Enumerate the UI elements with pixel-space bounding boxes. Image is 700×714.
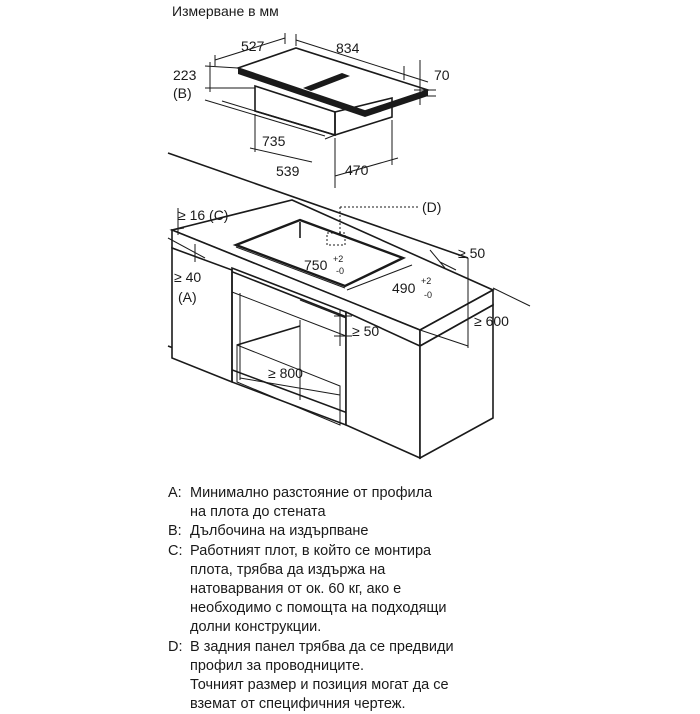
dim-40: ≥ 40 — [174, 269, 201, 285]
dim-470-line — [334, 157, 399, 177]
legend-key: B — [168, 522, 190, 541]
dim-735: 735 — [262, 133, 286, 149]
diagram-title: Измерване в мм — [172, 3, 279, 19]
conduit-marker — [326, 232, 346, 246]
legend-line: Работният плот, в който се монтира — [190, 542, 432, 559]
dim-470: 470 — [345, 162, 369, 178]
legend-text: В задния панел трябва да се предвиди проф… — [190, 638, 688, 714]
dim-800-line — [239, 377, 341, 396]
legend-line: профил за проводниците. — [190, 657, 365, 674]
dim-834-line — [295, 39, 429, 83]
dim-539: 539 — [276, 163, 300, 179]
dim-750-line — [235, 246, 346, 289]
hob-front-edge — [238, 68, 365, 117]
legend-text: Минимално разстояние от профила на плота … — [190, 484, 688, 522]
legend-line: натоварвания от ок. 60 кг, ако е — [190, 581, 402, 598]
legend-text: Дълбочина на издърпване — [190, 522, 688, 541]
installation-diagram: Измерване в мм 527 834 70 223 (B) 735 53… — [167, 3, 531, 460]
hob-drawing: Измерване в мм 527 834 70 223 (B) 735 53… — [172, 3, 450, 188]
legend-key: A — [168, 484, 190, 522]
dim-539-line — [249, 147, 313, 163]
hob-side-edge — [365, 90, 428, 117]
legend-key: C — [168, 542, 190, 638]
dim-490: 490 — [392, 280, 416, 296]
legend-line: на плота до стената — [190, 504, 326, 521]
tol-490-plus: +2 — [421, 276, 431, 286]
downdraft-vent — [303, 73, 350, 91]
legend-key: D — [168, 638, 190, 714]
dim-600: ≥ 600 — [474, 313, 509, 329]
tol-490-minus: -0 — [424, 290, 432, 300]
legend-text: Работният плот, в който се монтира плота,… — [190, 542, 688, 638]
legend-item-a: AМинимално разстояние от профила на плота… — [168, 484, 688, 522]
dim-70: 70 — [434, 67, 450, 83]
legend-line: необходимо с помощта на подходящи — [190, 600, 447, 617]
legend-line: вземат от специфичния чертеж. — [190, 696, 406, 713]
dim-50-front: ≥ 50 — [352, 323, 379, 339]
oven-opening — [236, 344, 341, 426]
tol-750-minus: -0 — [336, 266, 344, 276]
dim-223: 223 — [173, 67, 197, 83]
dim-50-back: ≥ 50 — [458, 245, 485, 261]
dim-834: 834 — [336, 40, 360, 56]
legend-line: долни конструкции. — [190, 619, 322, 636]
cabinet-side-panel — [419, 303, 494, 460]
dim-40-line — [167, 237, 206, 259]
wall-top-line — [167, 152, 469, 259]
legend-line: Минимално разстояние от профила — [190, 485, 433, 501]
legend-line: Дълбочина на издърпване — [190, 523, 369, 540]
dim-800: ≥ 800 — [268, 365, 303, 381]
dim-527-line — [214, 37, 286, 61]
legend: AМинимално разстояние от профила на плота… — [168, 484, 688, 714]
dim-600-line — [492, 287, 531, 307]
legend-item-b: BДълбочина на издърпване — [168, 522, 688, 541]
legend-line: В задния панел трябва да се предвиди — [190, 638, 454, 655]
label-b: (B) — [173, 85, 192, 101]
hob-body-side — [334, 96, 393, 137]
legend-item-d: DВ задния панел трябва да се предвиди про… — [168, 638, 688, 714]
legend-item-c: CРаботният плот, в който се монтира плота… — [168, 542, 688, 638]
dim-16c: ≥ 16 (C) — [178, 207, 228, 223]
legend-line: плота, трябва да издържа на — [190, 561, 386, 578]
dim-750: 750 — [304, 257, 328, 273]
label-d: (D) — [422, 199, 441, 215]
label-a: (A) — [178, 289, 197, 305]
dim-527: 527 — [241, 38, 265, 54]
cabinet-drawing: ≥ 16 (C) (D) ≥ 50 750 +2 -0 490 +2 -0 ≥ … — [167, 152, 531, 460]
legend-line: Точният размер и позиция могат да се — [190, 677, 449, 694]
dim-735-line — [204, 99, 326, 137]
tol-750-plus: +2 — [333, 254, 343, 264]
dim-50-back-line — [429, 249, 446, 269]
dim-490-line — [346, 264, 413, 291]
